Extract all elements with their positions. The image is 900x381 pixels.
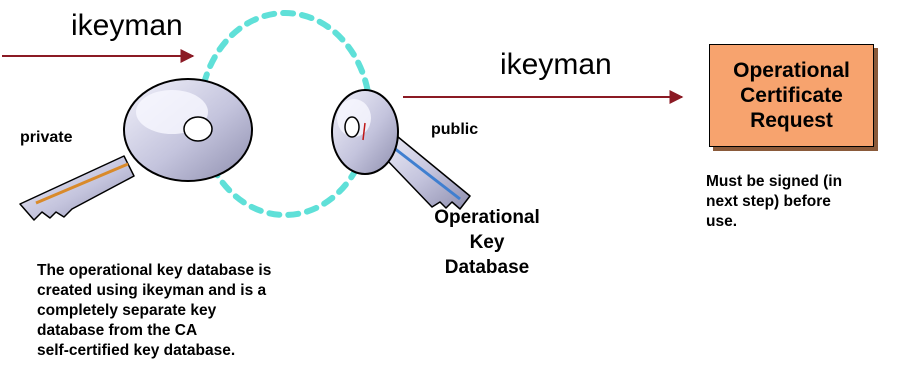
ikeyman-right-label: ikeyman	[500, 48, 612, 81]
database-note-line-2: created using ikeyman and is a	[37, 282, 267, 299]
signing-note: Must be signed (in next step) before use…	[706, 172, 896, 232]
operational-certificate-request-box: Operational Certificate Request	[709, 44, 874, 147]
private-label: private	[20, 129, 73, 146]
database-label-line-3: Database	[444, 257, 530, 278]
signing-note-line-3: use.	[706, 213, 738, 230]
database-note-line-3: completely separate key	[37, 302, 217, 319]
certificate-box-line-3: Request	[750, 109, 833, 132]
certificate-box-line-1: Operational	[733, 59, 850, 82]
signing-note-line-2: next step) before	[706, 193, 831, 210]
database-label-line-2: Key	[469, 232, 505, 253]
database-note-line-1: The operational key database is	[37, 262, 272, 279]
signing-note-line-1: Must be signed (in	[706, 173, 843, 190]
database-label-line-1: Operational	[434, 207, 540, 228]
database-description-note: The operational key database is created …	[37, 261, 377, 361]
certificate-box-line-2: Certificate	[740, 84, 843, 107]
ikeyman-left-label: ikeyman	[71, 9, 183, 42]
database-note-line-4: database from the CA	[37, 322, 198, 339]
public-key-icon	[331, 89, 471, 210]
database-note-line-5: self-certified key database.	[37, 342, 236, 359]
operational-key-database-label: Operational Key Database	[412, 205, 562, 280]
public-label: public	[431, 121, 479, 138]
private-key-icon	[19, 78, 253, 221]
